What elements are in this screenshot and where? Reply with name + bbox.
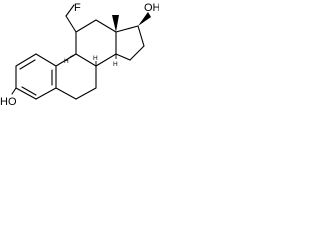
methyl-wedge-bond [112,15,119,32]
stereo-hash-bonds [67,53,117,66]
molecular-structure-diagram: F OH HO H H H [0,2,159,108]
ring-d [115,25,145,61]
phenol-bond [11,87,17,95]
stereo-h-left: H [64,58,69,65]
fluorine-label: F [74,2,81,14]
ring-a-aromatic [15,53,57,100]
stereo-h-lower-mid: H [113,61,118,68]
stereo-h-upper-mid: H [93,55,98,62]
hydroxyl-left-label: HO [0,96,17,108]
ring-b [55,53,97,100]
hydroxyl-top-label: OH [144,2,159,14]
hydroxyl-wedge-bond [138,12,151,26]
ring-c [75,19,117,67]
fluoroethyl-chain [65,4,77,33]
